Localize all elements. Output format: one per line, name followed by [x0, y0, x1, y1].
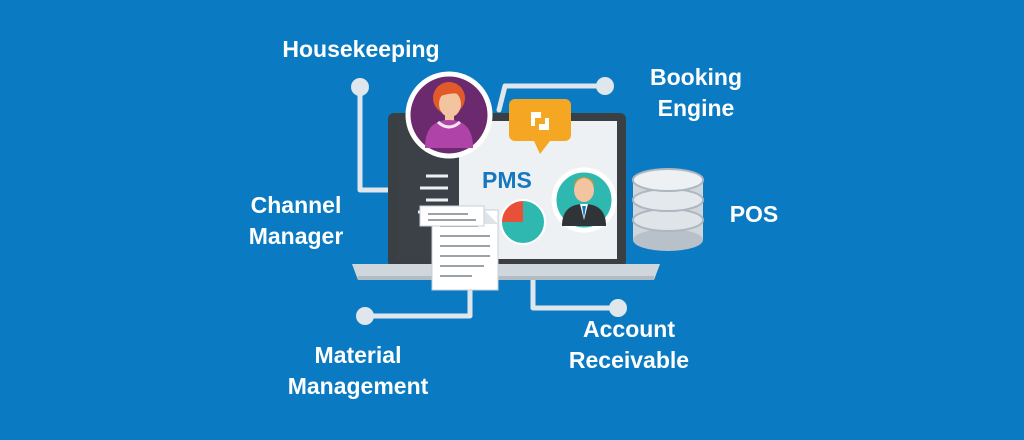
material-management-label: Material Management — [268, 340, 448, 402]
connector-dots — [351, 77, 627, 325]
channel-text: Channel — [250, 192, 342, 218]
material-text: Material — [314, 342, 402, 368]
dot-housekeeping — [351, 78, 369, 96]
booking-engine-label: Booking Engine — [626, 62, 766, 124]
laptop-base-edge — [358, 276, 654, 280]
pos-label: POS — [714, 199, 794, 230]
dot-material — [356, 307, 374, 325]
dot-booking — [596, 77, 614, 95]
manager-text: Manager — [248, 223, 344, 249]
manager-avatar-icon — [551, 167, 617, 233]
housekeeper-avatar-icon — [405, 71, 493, 159]
pie-chart-icon — [500, 199, 546, 245]
pms-label: PMS — [482, 167, 532, 193]
dot-account — [609, 299, 627, 317]
chat-bubble-icon — [509, 99, 571, 154]
connector-material — [362, 287, 473, 319]
connector-housekeeping — [357, 84, 395, 193]
housekeeping-label: Housekeeping — [271, 34, 451, 65]
housekeeping-text: Housekeeping — [282, 36, 440, 62]
account-receivable-label: Account Receivable — [546, 314, 712, 376]
pos-text: POS — [729, 201, 779, 227]
account-text: Account — [583, 316, 675, 342]
channel-manager-label: Channel Manager — [228, 190, 364, 252]
database-icon — [632, 168, 704, 251]
receivable-text: Receivable — [568, 347, 690, 373]
connectors — [357, 83, 621, 319]
engine-text: Engine — [657, 95, 735, 121]
document-back-icon — [419, 205, 485, 227]
management-text: Management — [287, 373, 429, 399]
booking-text: Booking — [650, 64, 742, 90]
connector-booking — [496, 83, 608, 113]
connector-account — [530, 277, 621, 311]
